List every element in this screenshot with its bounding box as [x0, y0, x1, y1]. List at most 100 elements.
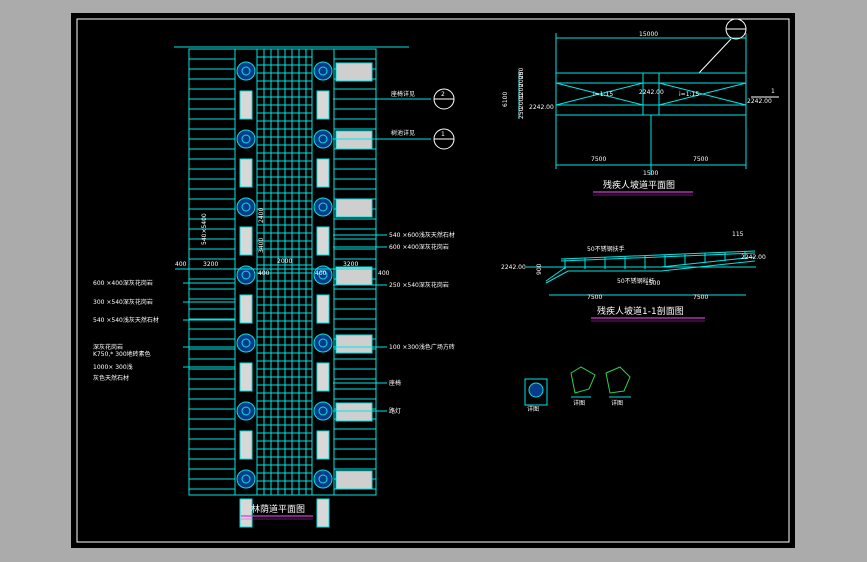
plan-label-left-2: 540 ×540浅灰天然石材: [93, 316, 159, 324]
bench-detail-number: 2: [441, 91, 445, 98]
plan-label-left-1: 300 ×540深灰花岗岩: [93, 298, 153, 306]
ramp-bottom-mid: 1500: [643, 170, 658, 177]
ramp-bottom-left: 7500: [591, 156, 606, 163]
tree-pool-left-4: [236, 333, 256, 353]
ramp-left-dim-4: 250: [518, 107, 525, 119]
dim-v-2400: 2400: [258, 208, 265, 223]
bench-left-2: [239, 226, 253, 256]
ramp-elev-right: 2242.00: [747, 98, 772, 105]
plan-label-left-0: 600 ×400深灰花岗岩: [93, 279, 153, 287]
ramp-left-total: 6100: [502, 92, 509, 107]
plan-title: 林荫道平面图: [251, 503, 305, 515]
ramp-section: 50不锈钢扶手 50不锈钢栏杆 2242.00 2242.00 115 900 …: [501, 231, 766, 322]
tree-pool-left-0: [236, 61, 256, 81]
bench-left-1: [239, 158, 253, 188]
stone-tile-1: [335, 130, 373, 150]
small-details: 详图 详图 详图: [524, 366, 631, 413]
plan-label-left-6: 灰色天然石材: [93, 374, 129, 382]
inner-frame: [76, 18, 790, 543]
detail-label-2: 详图: [573, 399, 585, 407]
section-elev-right: 2242.00: [741, 254, 766, 261]
dim-3200-a: 3200: [203, 261, 218, 268]
tree-pool-right-6: [313, 469, 333, 489]
ramp-plan: 15000 i=1:15 i=1:15 2242.00 2242.00 2242…: [502, 18, 779, 196]
plan-labels-right: 540 ×600浅灰天然石材 600 ×400深灰花岗岩 250 ×540深灰花岗岩…: [333, 231, 455, 415]
ramp-section-title: 残疾人坡道1-1剖面图: [597, 305, 684, 317]
ramp-elev-mid: 2242.00: [639, 89, 664, 96]
dim-3200-b: 3200: [343, 261, 358, 268]
dim-400-d: 400: [378, 270, 390, 277]
plan-label-right-3: 100 ×300浅色广场方砖: [389, 343, 455, 351]
dim-400-b: 400: [258, 270, 270, 277]
tree-pool-left-3: [236, 265, 256, 285]
tree-pool-right-4: [313, 333, 333, 353]
bench-right-2: [316, 226, 330, 256]
tree-pool-left-2: [236, 197, 256, 217]
ramp-bottom-right: 7500: [693, 156, 708, 163]
detail-label-3: 详图: [611, 399, 623, 407]
bench-detail-label: 座椅详见: [391, 90, 415, 98]
stone-tile-5: [335, 402, 373, 422]
bench-left-5: [239, 430, 253, 460]
dim-400-a: 400: [175, 261, 187, 268]
stone-tile-4: [335, 334, 373, 354]
tree-pool-right-5: [313, 401, 333, 421]
bench-left-6: [239, 498, 253, 528]
detail-label-1: 详图: [527, 405, 539, 413]
bench-right-3: [316, 294, 330, 324]
bench-left-3: [239, 294, 253, 324]
section-height: 115: [732, 231, 744, 238]
bench-right-5: [316, 430, 330, 460]
plan-label-left-3: 深灰花岗岩: [93, 343, 123, 351]
ramp-top-dimension: 15000: [639, 31, 658, 38]
stone-tile-6: [335, 470, 373, 490]
ramp-section-no: 1: [771, 88, 775, 95]
ramp-slope-right: i=1:15: [679, 91, 699, 98]
plan-label-right-0: 540 ×600浅灰天然石材: [389, 231, 455, 239]
ramp-left-dim-3: 2000: [518, 94, 525, 109]
bench-right-6: [316, 498, 330, 528]
rail-label-handrail: 50不锈钢扶手: [587, 245, 625, 253]
bench-left-0: [239, 90, 253, 120]
drawing-sheet: 400 3200 400 2000 400 3200 400 2400 3400…: [71, 13, 795, 548]
bench-right-0: [316, 90, 330, 120]
plan-label-right-2: 250 ×540深灰花岗岩: [389, 281, 449, 289]
tree-pool-right-0: [313, 61, 333, 81]
section-left-dim: 900: [536, 263, 543, 275]
section-dim-right: 7500: [693, 294, 708, 301]
ramp-left-dim-1: 2000: [518, 72, 525, 87]
dim-2000: 2000: [277, 258, 292, 265]
tree-pool-left-6: [236, 469, 256, 489]
plan-labels-left: 600 ×400深灰花岗岩 300 ×540深灰花岗岩 540 ×540浅灰天然石材…: [93, 279, 235, 382]
tree-pool-right-2: [313, 197, 333, 217]
section-dim-mid: 1500: [645, 280, 660, 287]
cad-drawing: 400 3200 400 2000 400 3200 400 2400 3400…: [76, 18, 790, 543]
section-dim-left: 7500: [587, 294, 602, 301]
plan-label-left-4: K750,* 300地砖素色: [93, 350, 151, 358]
stone-tile-2: [335, 198, 373, 218]
bench-right-4: [316, 362, 330, 392]
dim-v-540: 540×5400: [201, 213, 208, 245]
bench-right-1: [316, 158, 330, 188]
dim-400-c: 400: [315, 270, 327, 277]
stone-tile-0: [335, 62, 373, 82]
stone-tile-3: [335, 266, 373, 286]
dim-v-3400: 3400: [258, 238, 265, 253]
tree-pool-detail-number: 1: [441, 131, 445, 138]
tree-pool-right-1: [313, 129, 333, 149]
ramp-plan-title: 残疾人坡道平面图: [603, 179, 675, 191]
rail-label-railing: 50不锈钢栏杆: [617, 277, 655, 285]
ramp-left-dim-2: 1200: [518, 84, 525, 99]
bench-left-4: [239, 362, 253, 392]
plan-label-right-4: 座椅: [389, 379, 401, 387]
tree-pool-left-1: [236, 129, 256, 149]
plan-label-right-1: 600 ×400深灰花岗岩: [389, 243, 449, 251]
left-paving-strip: [188, 48, 236, 496]
tree-pool-left-5: [236, 401, 256, 421]
callout-bench: 座椅详见 2: [333, 88, 455, 110]
section-elev-left: 2242.00: [501, 264, 526, 271]
plan-label-left-5: 1000× 300浅: [93, 363, 133, 371]
callout-tree-pool: 树池详见 1: [333, 128, 455, 150]
ramp-slope-left: i=1:15: [593, 91, 613, 98]
tree-pool-right-3: [313, 265, 333, 285]
